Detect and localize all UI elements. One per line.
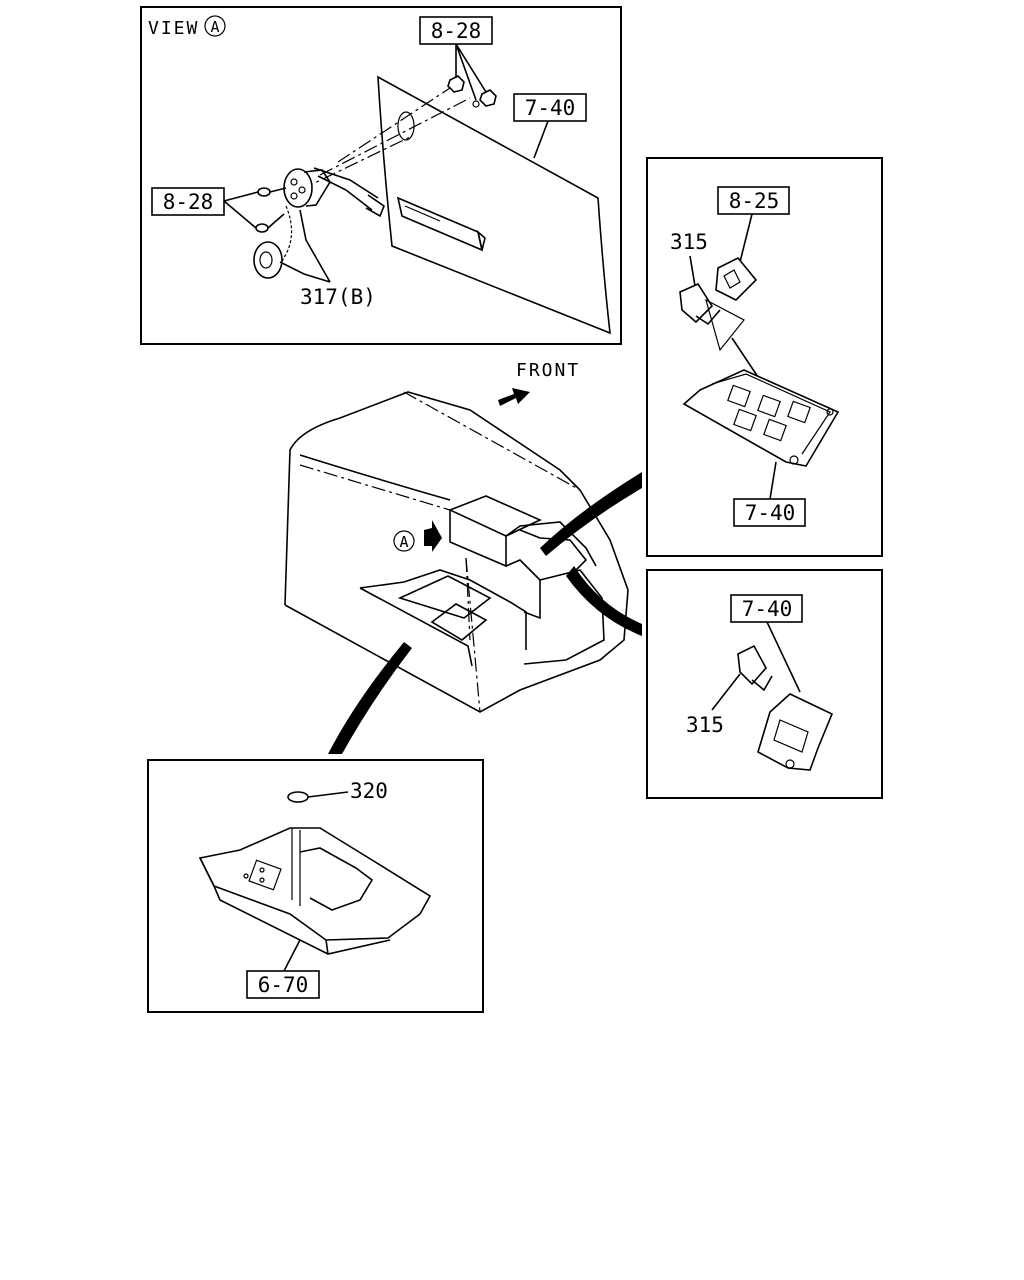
label-8-25: 8-25 xyxy=(729,189,780,213)
view-a-title-marker: A xyxy=(210,18,219,36)
view-arrow-icon xyxy=(424,520,442,552)
front-arrow-icon xyxy=(498,388,530,406)
view-a-title: VIEW xyxy=(148,18,199,39)
bottom-panel: 320 6-70 xyxy=(147,759,484,1013)
main-vehicle-view: FRONT A xyxy=(284,360,642,754)
label-8-28-top: 8-28 xyxy=(431,19,482,43)
front-label: FRONT xyxy=(516,360,580,381)
label-317b: 317(B) xyxy=(300,285,376,309)
right-bottom-panel: 7-40 315 xyxy=(646,569,883,799)
label-7-40-right-top: 7-40 xyxy=(745,501,796,525)
label-8-28-left: 8-28 xyxy=(163,190,214,214)
view-a-marker: A xyxy=(399,533,408,551)
label-7-40-view: 7-40 xyxy=(525,96,576,120)
right-top-panel: 8-25 315 7-40 xyxy=(646,157,883,557)
nut-icon xyxy=(447,75,497,108)
label-7-40-right-bottom: 7-40 xyxy=(742,597,793,621)
view-a-panel: VIEW A 8-28 7-40 xyxy=(140,6,622,345)
label-315-bottom: 315 xyxy=(686,713,724,737)
label-320: 320 xyxy=(350,779,388,803)
label-315-top: 315 xyxy=(670,230,708,254)
label-6-70: 6-70 xyxy=(258,973,309,997)
